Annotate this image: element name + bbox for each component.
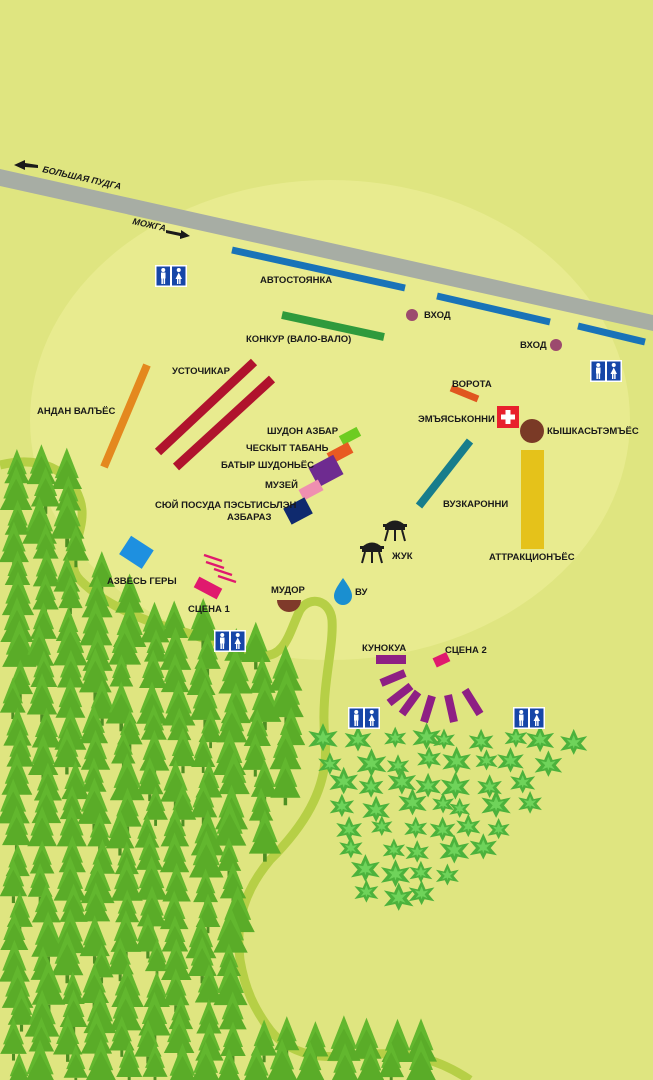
kunokua-seats[interactable] [379, 669, 484, 724]
kyshka-marker[interactable] [520, 419, 544, 443]
azves-label: АЗВЕСЬ ГЕРЫ [107, 576, 177, 587]
parking-strip-2 [436, 292, 551, 326]
zhuk-label: ЖУК [391, 551, 413, 562]
konkur-label: КОНКУР (ВАЛО-ВАЛО) [246, 334, 351, 345]
entrance-2-marker[interactable] [550, 339, 562, 351]
water-drop-icon[interactable] [334, 578, 352, 605]
arrow-left-icon [14, 160, 38, 170]
andan-label: АНДАН ВАЛЪЁС [37, 406, 115, 417]
stage2-label: СЦЕНА 2 [445, 645, 487, 656]
wc-icon[interactable] [348, 707, 380, 729]
kunokua-main[interactable] [376, 655, 406, 664]
wc-icon[interactable] [590, 360, 622, 382]
andan-area[interactable] [100, 363, 151, 469]
vuzkaronni-area[interactable] [415, 438, 474, 509]
batyr-area[interactable] [308, 454, 344, 488]
first-aid-cross-icon[interactable] [497, 406, 519, 428]
mudor-label: МУДОР [271, 585, 305, 596]
wc-icon[interactable] [513, 707, 545, 729]
first-aid-label: ЭМЪЯСЬКОННИ [418, 414, 495, 425]
main-road [0, 169, 653, 331]
stage1-stripes [203, 553, 237, 584]
kunokua-label: КУНОКУА [362, 643, 406, 654]
parking-strip-3 [577, 322, 646, 346]
arrow-right-icon [166, 230, 190, 239]
dishes-label-line1: СЮЙ ПОСУДА ПЭСЬТИСЬЛЭН [155, 499, 296, 511]
parking-strip-1 [231, 246, 406, 292]
attractions-area[interactable] [521, 450, 544, 549]
dishes-label-line2: АЗБАРАЗ [227, 512, 272, 523]
museum-area[interactable] [298, 479, 324, 501]
batyr-label: БАТЫР ШУДОНЬЁС [221, 460, 314, 471]
mudor-marker[interactable] [277, 600, 301, 612]
shudon-azbar-area[interactable] [338, 426, 362, 446]
cheskyt-label: ЧЕСКЫТ ТАБАНЬ [246, 443, 329, 454]
dishes-area[interactable] [283, 497, 313, 525]
entrance-2-label: ВХОД [520, 340, 547, 351]
konkur-area[interactable] [281, 311, 385, 341]
wc-icon[interactable] [155, 265, 187, 287]
wc-icon[interactable] [214, 630, 246, 652]
stage2-area[interactable] [432, 652, 451, 668]
shudon-azbar-label: ШУДОН АЗБАР [267, 426, 339, 437]
kyshka-label: КЫШКАСЬТЭМЪЁС [547, 426, 639, 437]
ustochikar-label: УСТОЧИКАР [172, 366, 231, 377]
gate-marker[interactable] [449, 384, 480, 403]
gate-label: ВОРОТА [452, 379, 492, 390]
parking-label: АВТОСТОЯНКА [260, 275, 332, 286]
ustochikar-stand-1[interactable] [154, 358, 258, 456]
museum-label: МУЗЕЙ [265, 479, 298, 491]
ustochikar-stand-2[interactable] [172, 375, 276, 471]
attractions-label: АТТРАКЦИОНЪЁС [489, 552, 575, 563]
vu-label: ВУ [355, 587, 367, 598]
stage1-area[interactable] [193, 576, 223, 600]
azves-area[interactable] [119, 535, 154, 569]
entrance-1-label: ВХОД [424, 310, 451, 321]
entrance-1-marker[interactable] [406, 309, 418, 321]
vuzkaronni-label: ВУЗКАРОННИ [443, 499, 508, 510]
stage1-label: СЦЕНА 1 [188, 604, 230, 615]
forest-path [0, 457, 473, 1080]
